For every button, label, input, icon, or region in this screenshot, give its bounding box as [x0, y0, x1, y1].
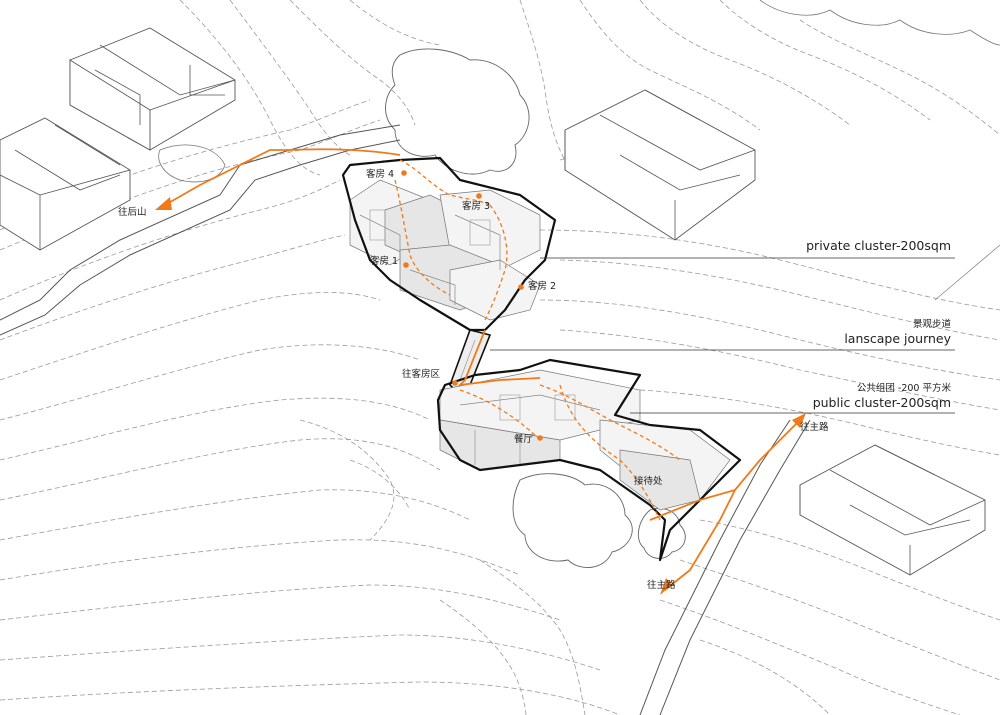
- annotation-public-cn: 公共组团 -200 平方米: [857, 382, 952, 394]
- arrow-main-road-bottom: [660, 578, 672, 595]
- public-cluster-outline: [436, 358, 742, 562]
- label-room-3: 客房 3: [462, 200, 490, 212]
- room-3-marker: [476, 193, 482, 199]
- label-room-1: 客房 1: [370, 255, 398, 267]
- label-dining: 餐厅: [514, 433, 534, 445]
- place-labels: 往后山 客房 4 客房 3 客房 1 客房 2 往客房区 餐厅 接待处 往主路 …: [118, 168, 829, 591]
- house-top-left: [69, 27, 236, 151]
- annotations: private cluster-200sqm 景观步道 lanscape jou…: [806, 238, 951, 410]
- room-2-marker: [518, 284, 524, 290]
- label-back-mountain: 往后山: [118, 206, 147, 218]
- house-left: [0, 117, 131, 251]
- room-1-marker: [403, 262, 409, 268]
- path-to-main-road-bottom: [664, 489, 736, 591]
- path-to-back-mountain: [164, 148, 401, 206]
- dining-marker: [537, 435, 543, 441]
- label-main-road-bottom: 往主路: [647, 579, 676, 591]
- house-right: [799, 444, 986, 576]
- label-room-2: 客房 2: [528, 280, 556, 292]
- leader-lines: [490, 257, 955, 414]
- annotation-journey-cn: 景观步道: [913, 318, 952, 330]
- terrain-edges: [0, 124, 1000, 715]
- label-room-4: 客房 4: [366, 168, 394, 180]
- label-to-guest-area: 往客房区: [402, 368, 441, 380]
- private-cluster: [349, 179, 541, 321]
- circulation-paths: [155, 148, 806, 595]
- house-top-right: [564, 89, 756, 241]
- annotation-private-cluster: private cluster-200sqm: [806, 238, 951, 253]
- tree-canopies: [158, 0, 1000, 568]
- path-walkway: [457, 329, 541, 387]
- annotation-public-en: public cluster-200sqm: [813, 395, 951, 410]
- arrow-main-road-top: [792, 413, 806, 428]
- annotation-journey-en: lanscape journey: [844, 331, 951, 346]
- label-reception: 接待处: [634, 475, 663, 487]
- label-main-road-top: 往主路: [800, 421, 829, 433]
- arrow-back-mountain: [155, 197, 172, 210]
- room-4-marker: [401, 170, 407, 176]
- private-cluster-outline: [341, 156, 557, 332]
- public-cluster: [439, 369, 731, 511]
- guest-area-marker: [452, 380, 458, 386]
